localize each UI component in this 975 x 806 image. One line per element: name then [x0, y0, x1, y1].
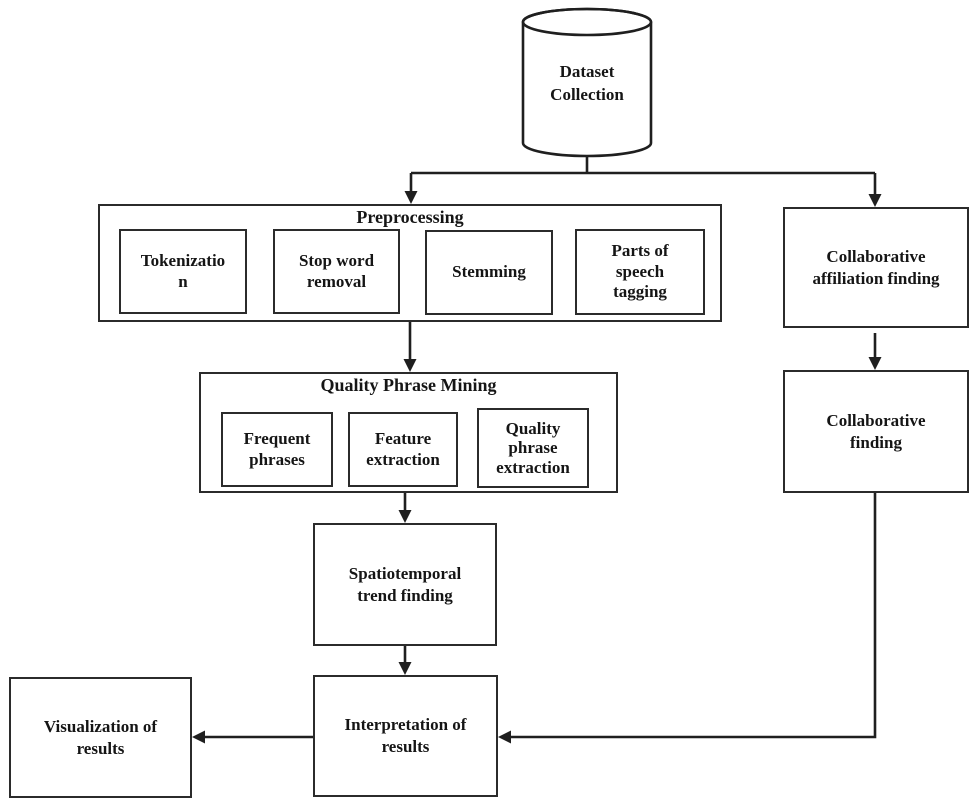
- database-cylinder-rim: [521, 7, 653, 37]
- parts-of-speech-tagging-node: Parts of speech tagging: [575, 229, 705, 315]
- stemming-node: Stemming: [425, 230, 553, 315]
- collaborative-affiliation-finding-node: Collaborative affiliation finding: [783, 207, 969, 328]
- arrowhead-qpm: [403, 359, 417, 372]
- stop-word-removal-node: Stop word removal: [273, 229, 400, 314]
- arrowhead-collab-finding: [868, 357, 882, 370]
- arrowhead-interpretation-right: [498, 730, 511, 744]
- collaborative-finding-node: Collaborative finding: [783, 370, 969, 493]
- arrowhead-visualization: [192, 730, 205, 744]
- arrowhead-spatiotemporal: [398, 510, 412, 523]
- connector-collab-finding-to-interpretation: [510, 493, 877, 739]
- preprocessing-title: Preprocessing: [356, 207, 464, 227]
- spatiotemporal-trend-finding-node: Spatiotemporal trend finding: [313, 523, 497, 646]
- visualization-of-results-node: Visualization of results: [9, 677, 192, 798]
- interpretation-of-results-node: Interpretation of results: [313, 675, 498, 797]
- frequent-phrases-node: Frequent phrases: [221, 412, 333, 487]
- quality-phrase-mining-container: Quality Phrase Mining Frequent phrases F…: [199, 372, 618, 493]
- preprocessing-container: Preprocessing Tokenizatio n Stop word re…: [98, 204, 722, 322]
- tokenization-node: Tokenizatio n: [119, 229, 247, 314]
- dataset-collection-node: Dataset Collection: [550, 62, 624, 104]
- arrowhead-collab-affiliation: [868, 194, 882, 207]
- arrowhead-preprocessing: [404, 191, 418, 204]
- quality-phrase-extraction-node: Quality phrase extraction: [477, 408, 589, 488]
- arrowhead-interpretation-top: [398, 662, 412, 675]
- quality-phrase-mining-title: Quality Phrase Mining: [320, 375, 497, 395]
- feature-extraction-node: Feature extraction: [348, 412, 458, 487]
